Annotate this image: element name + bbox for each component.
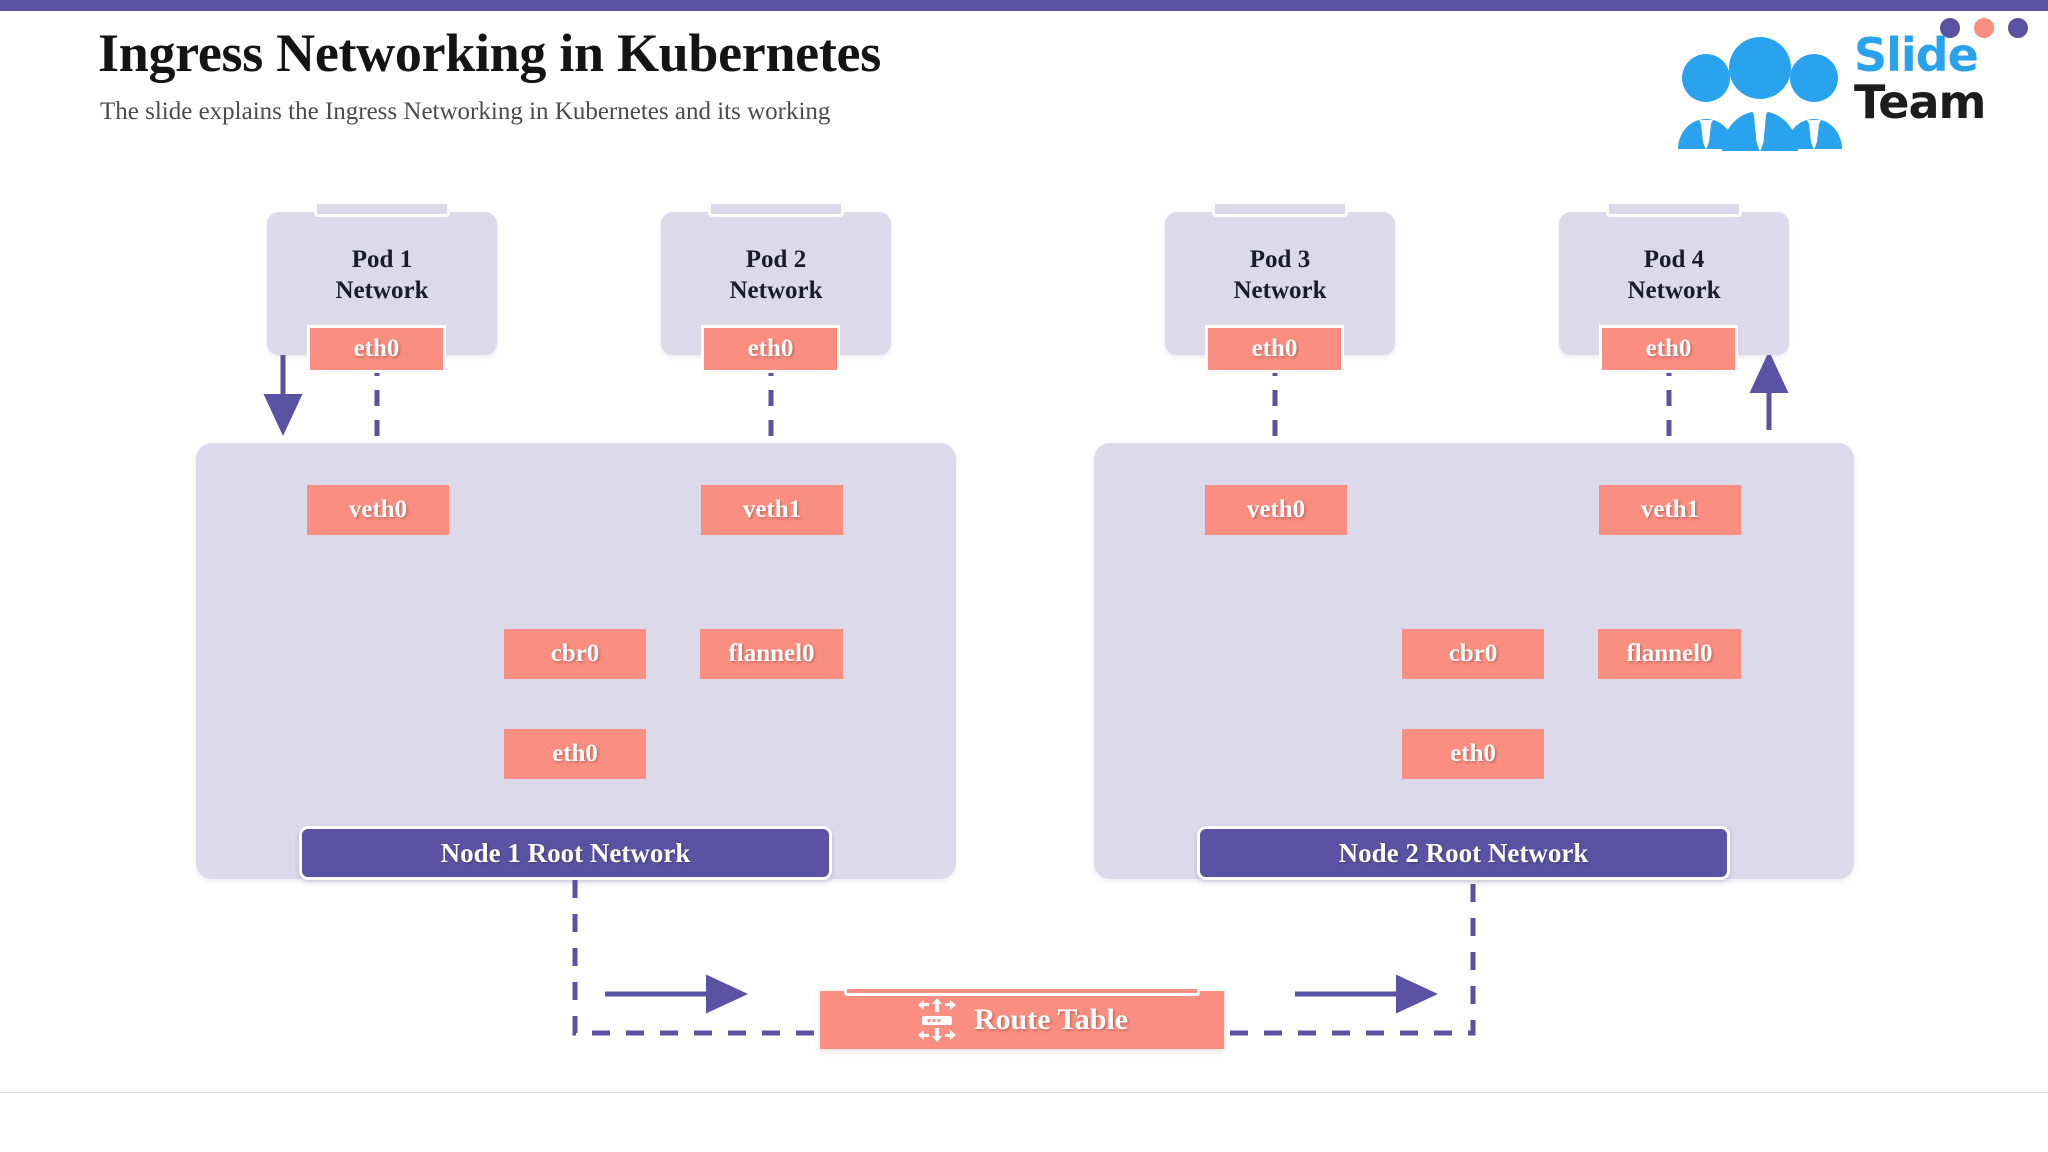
pod-4-eth0-label: eth0	[1645, 335, 1692, 362]
pod-3-tab	[1212, 201, 1348, 217]
node-1-label: Node 1 Root Network	[440, 837, 691, 868]
slideteam-logo: Slide Team	[1664, 10, 2034, 160]
node-2-veth0-chip[interactable]: veth0	[1205, 485, 1347, 535]
logo-text-slide: Slide	[1854, 28, 1979, 82]
node-1-flannel0-label: flannel0	[728, 640, 815, 667]
pod-4-tab	[1606, 201, 1742, 217]
people-group-icon	[1678, 37, 1842, 151]
pod-1-eth0-chip[interactable]: eth0	[307, 325, 446, 373]
node-1-eth0-chip[interactable]: eth0	[504, 729, 646, 779]
pod-2-label: Pod 2 Network	[729, 246, 823, 305]
node-2-cbr0-chip[interactable]: cbr0	[1402, 629, 1544, 679]
node-2-veth0-label: veth0	[1246, 496, 1306, 523]
node-1-cbr0-chip[interactable]: cbr0	[504, 629, 646, 679]
node-1-veth1-label: veth1	[742, 496, 802, 523]
dash-route-table-to-node2	[1230, 880, 1476, 1036]
logo-dot-coral	[1974, 18, 1994, 38]
node-2-cbr0-label: cbr0	[1448, 640, 1498, 667]
node-2-veth1-label: veth1	[1640, 496, 1700, 523]
dash-node1-to-route-table	[572, 880, 815, 1036]
route-table-label: Route Table	[973, 1003, 1129, 1036]
node-1-veth0-label: veth0	[348, 496, 408, 523]
bottom-divider	[0, 1092, 2048, 1093]
pod-2-eth0-label: eth0	[747, 335, 794, 362]
node-2-label: Node 2 Root Network	[1338, 837, 1589, 868]
node-2-veth1-chip[interactable]: veth1	[1599, 485, 1741, 535]
page-title: Ingress Networking in Kubernetes	[98, 23, 881, 83]
route-table-box[interactable]: Route Table	[820, 986, 1224, 1049]
pod-3-eth0-label: eth0	[1251, 335, 1298, 362]
pod-1-label: Pod 1 Network	[335, 246, 429, 305]
node-2-root-network-bar[interactable]: Node 2 Root Network	[1197, 826, 1730, 880]
pod-4-label: Pod 4 Network	[1627, 246, 1721, 305]
pod-2-tab	[708, 201, 844, 217]
node-2-eth0-label: eth0	[1450, 740, 1496, 767]
pod-3-label: Pod 3 Network	[1233, 246, 1327, 305]
node-2-flannel0-label: flannel0	[1626, 640, 1713, 667]
top-accent-bar	[0, 0, 2048, 11]
node-1-flannel0-chip[interactable]: flannel0	[700, 629, 843, 679]
logo-dot-purple-right	[2008, 18, 2028, 38]
route-table-tab	[844, 986, 1200, 996]
logo-dots	[1940, 18, 2028, 38]
logo-wordmark: Slide Team	[1854, 32, 2034, 126]
pod-4-eth0-chip[interactable]: eth0	[1599, 325, 1738, 373]
node-2-eth0-chip[interactable]: eth0	[1402, 729, 1544, 779]
node-1-root-network-bar[interactable]: Node 1 Root Network	[299, 826, 832, 880]
node-2-flannel0-chip[interactable]: flannel0	[1598, 629, 1741, 679]
node-1-cbr0-label: cbr0	[550, 640, 600, 667]
pod-1-tab	[314, 201, 450, 217]
pod-1-eth0-label: eth0	[353, 335, 400, 362]
page-subtitle: The slide explains the Ingress Networkin…	[100, 98, 831, 125]
node-1-eth0-label: eth0	[552, 740, 598, 767]
node-1-veth0-chip[interactable]: veth0	[307, 485, 449, 535]
node-1-veth1-chip[interactable]: veth1	[701, 485, 843, 535]
logo-text-team: Team	[1854, 75, 1986, 129]
router-arrows-icon	[917, 998, 956, 1042]
pod-3-eth0-chip[interactable]: eth0	[1205, 325, 1344, 373]
logo-dot-purple-left	[1940, 18, 1960, 38]
pod-2-eth0-chip[interactable]: eth0	[701, 325, 840, 373]
